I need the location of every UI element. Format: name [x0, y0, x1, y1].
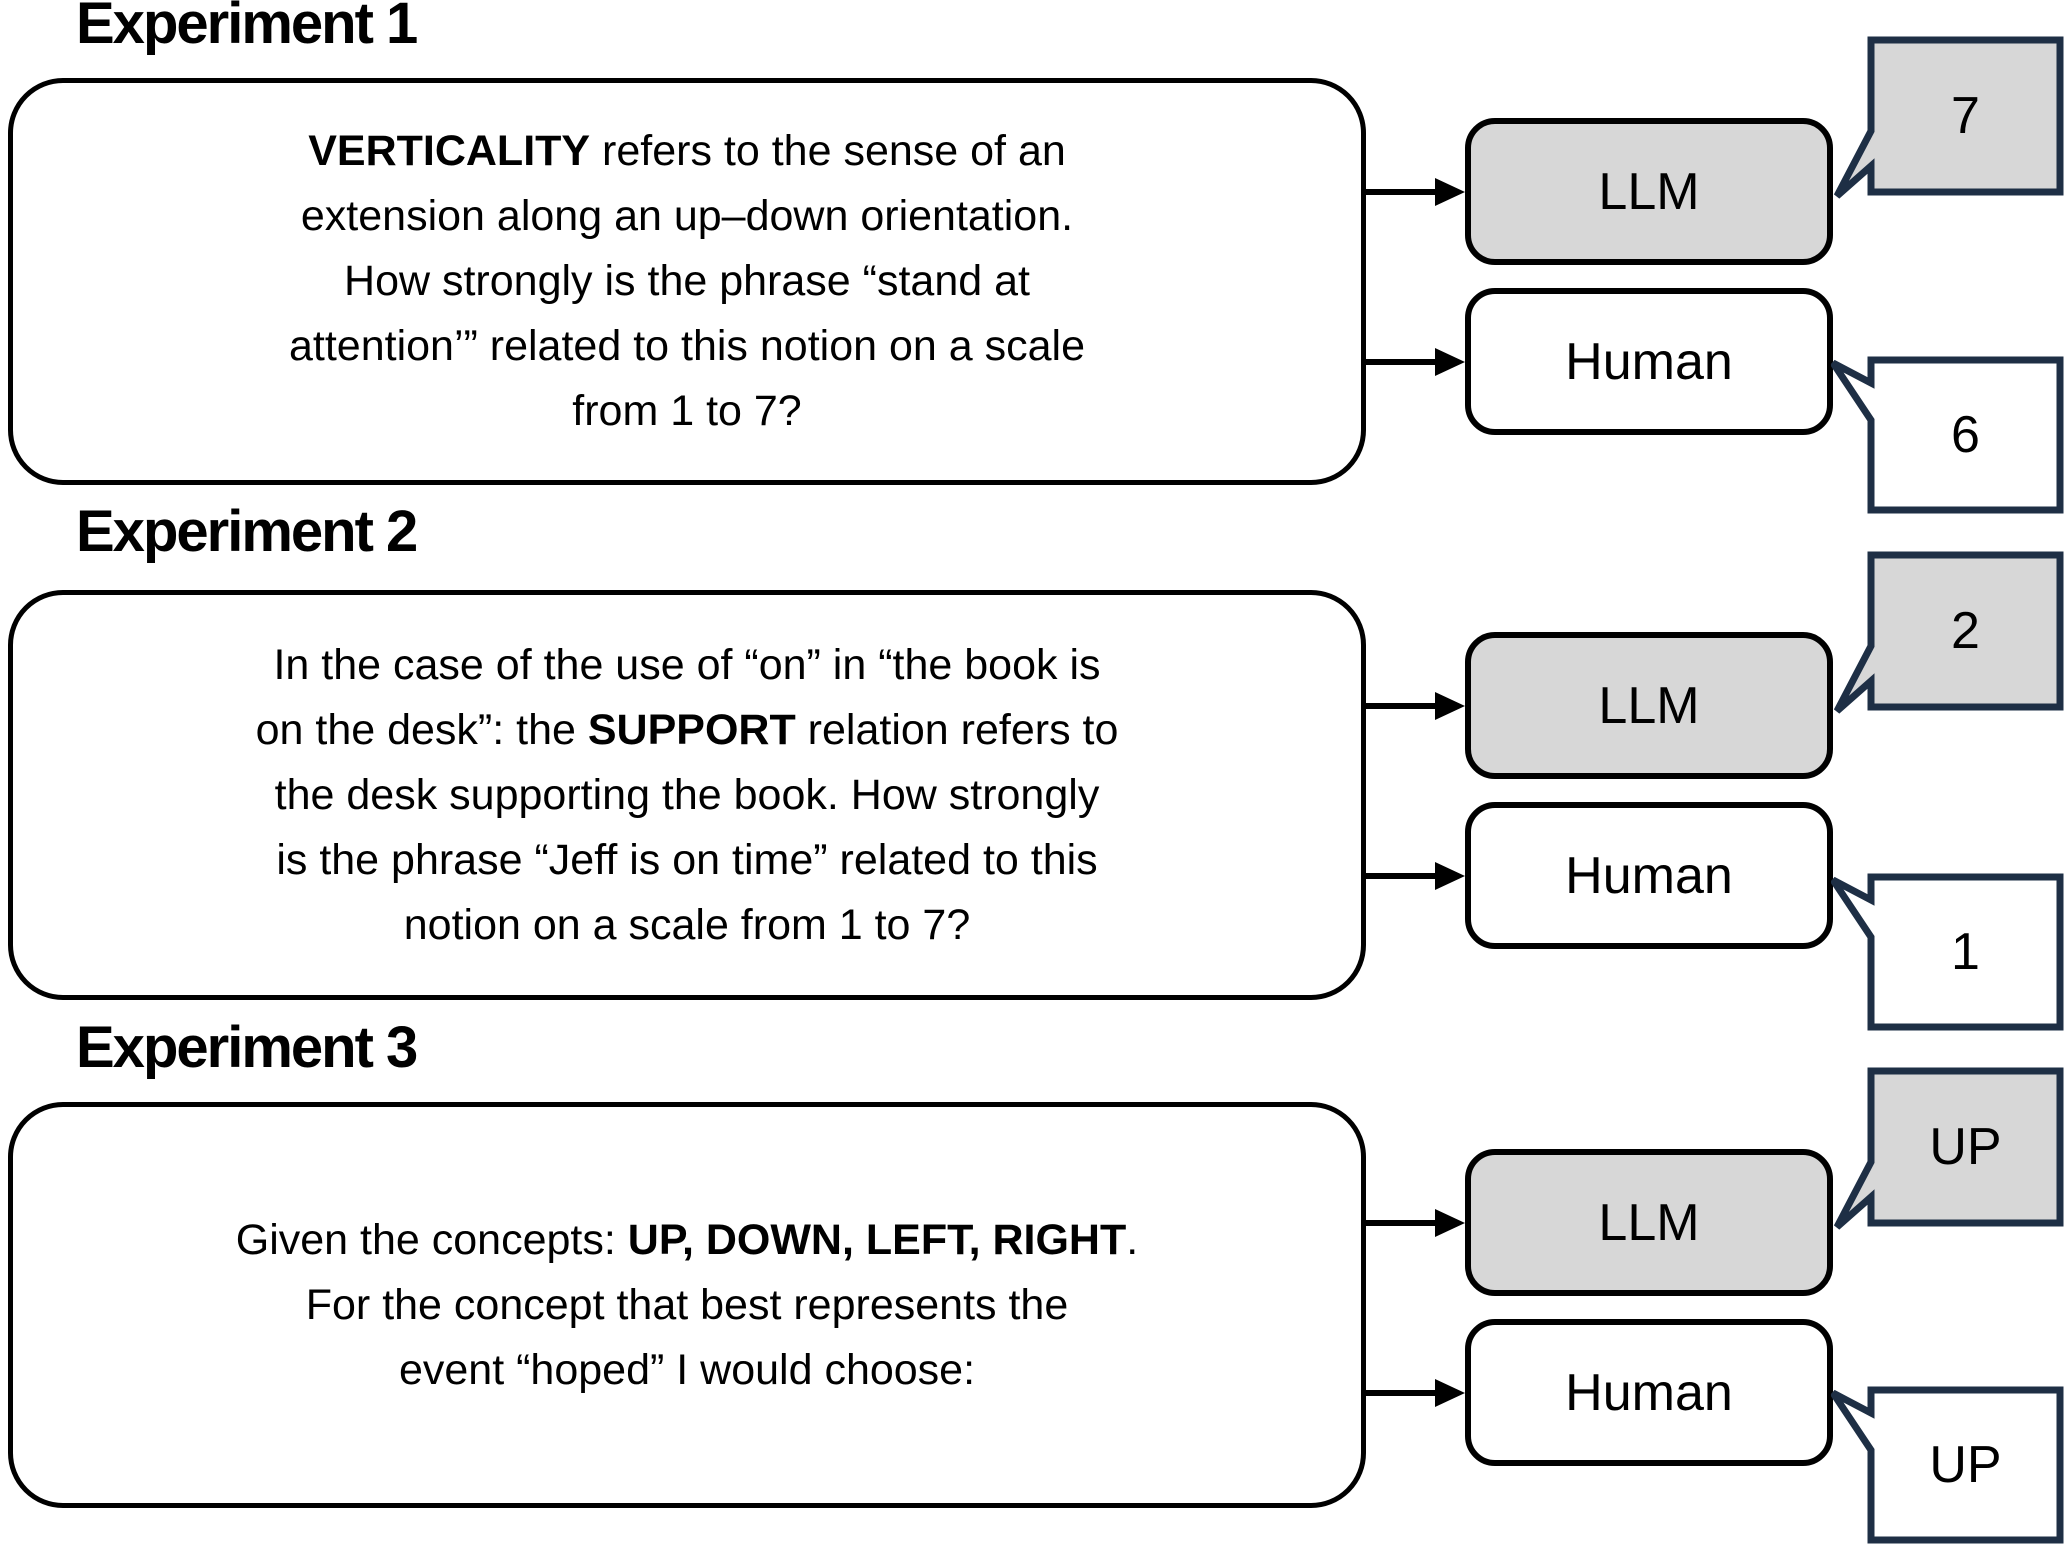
speech-bubble-shape: [1833, 551, 2064, 714]
question-text: on the desk”: the: [255, 705, 588, 754]
human-answer-3: UP: [1929, 1436, 2002, 1494]
question-text: the desk supporting the book. How strong…: [274, 770, 1100, 819]
experiment-3-title: Experiment 3: [76, 1015, 418, 1080]
speech-bubble-shape: [1831, 1386, 2064, 1544]
llm-box-3: LLM: [1465, 1149, 1833, 1296]
question-text: For the concept that best represents the: [305, 1280, 1069, 1329]
question-line: attention’” related to this notion on a …: [289, 314, 1085, 379]
experiment-1-title: Experiment 1: [76, 0, 418, 56]
question-line: For the concept that best represents the: [306, 1273, 1069, 1338]
question-line: the desk supporting the book. How strong…: [275, 763, 1100, 828]
question-line: extension along an up–down orientation.: [301, 184, 1073, 249]
arrowhead-llm-2: [1435, 692, 1465, 720]
question-line: notion on a scale from 1 to 7?: [404, 893, 971, 958]
speech-bubble-shape: [1831, 873, 2064, 1031]
speech-bubble-shape: [1833, 36, 2064, 199]
question-text: is the phrase “Jeff is on time” related …: [276, 835, 1098, 884]
question-line: How strongly is the phrase “stand at: [344, 249, 1030, 314]
question-text: relation refers to: [795, 705, 1119, 754]
human-box-3: Human: [1465, 1319, 1833, 1466]
arrow-question-to-human-1: [1363, 359, 1437, 365]
question-text: notion on a scale from 1 to 7?: [403, 900, 971, 949]
human-box-2: Human: [1465, 802, 1833, 949]
human-answer-bubble-1: [1831, 356, 2064, 514]
question-text: extension along an up–down orientation.: [300, 192, 1074, 240]
experiment-2-question-box: In the case of the use of “on” in “the b…: [8, 590, 1366, 1000]
question-line: In the case of the use of “on” in “the b…: [273, 633, 1100, 698]
question-line: is the phrase “Jeff is on time” related …: [276, 828, 1097, 893]
human-answer-2: 1: [1951, 923, 1980, 981]
human-answer-bubble-3: [1831, 1386, 2064, 1544]
speech-bubble-shape: [1831, 356, 2064, 514]
arrowhead-human-1: [1435, 348, 1465, 376]
experiment-3-question-box: Given the concepts: UP, DOWN, LEFT, RIGH…: [8, 1102, 1366, 1508]
question-line: VERTICALITY refers to the sense of an: [308, 119, 1066, 184]
experiment-2-title: Experiment 2: [76, 499, 418, 564]
question-keyword: UP, DOWN, LEFT, RIGHT: [627, 1215, 1127, 1264]
human-answer-bubble-2: [1831, 873, 2064, 1031]
question-text: attention’” related to this notion on a …: [288, 322, 1085, 370]
llm-answer-bubble-3: [1833, 1067, 2064, 1230]
llm-box-1: LLM: [1465, 118, 1833, 265]
llm-answer-3: UP: [1929, 1118, 2002, 1176]
llm-answer-2: 2: [1951, 602, 1980, 660]
question-text: Given the concepts:: [235, 1215, 628, 1264]
question-keyword: SUPPORT: [587, 705, 796, 754]
llm-box-2: LLM: [1465, 632, 1833, 779]
question-keyword: VERTICALITY: [308, 127, 591, 175]
question-text: How strongly is the phrase “stand at: [344, 257, 1030, 305]
question-line: from 1 to 7?: [572, 379, 801, 444]
human-box-1: Human: [1465, 288, 1833, 435]
arrow-question-to-llm-1: [1363, 189, 1437, 195]
experiment-1-question-box: VERTICALITY refers to the sense of an ex…: [8, 78, 1366, 485]
question-text: In the case of the use of “on” in “the b…: [273, 640, 1101, 689]
arrow-question-to-llm-3: [1363, 1220, 1437, 1226]
arrowhead-llm-3: [1435, 1209, 1465, 1237]
question-text: refers to the sense of an: [590, 127, 1066, 175]
llm-answer-bubble-2: [1833, 551, 2064, 714]
arrow-question-to-human-2: [1363, 873, 1437, 879]
question-text: from 1 to 7?: [572, 387, 802, 435]
arrowhead-llm-1: [1435, 178, 1465, 206]
question-line: Given the concepts: UP, DOWN, LEFT, RIGH…: [236, 1208, 1138, 1273]
question-text: .: [1126, 1215, 1139, 1264]
arrow-question-to-human-3: [1363, 1390, 1437, 1396]
question-line: on the desk”: the SUPPORT relation refer…: [256, 698, 1119, 763]
question-line: event “hoped” I would choose:: [399, 1338, 975, 1403]
speech-bubble-shape: [1833, 1067, 2064, 1230]
arrowhead-human-3: [1435, 1379, 1465, 1407]
human-answer-1: 6: [1951, 406, 1980, 464]
arrowhead-human-2: [1435, 862, 1465, 890]
arrow-question-to-llm-2: [1363, 703, 1437, 709]
question-text: event “hoped” I would choose:: [398, 1345, 976, 1394]
llm-answer-bubble-1: [1833, 36, 2064, 199]
llm-answer-1: 7: [1951, 87, 1980, 145]
